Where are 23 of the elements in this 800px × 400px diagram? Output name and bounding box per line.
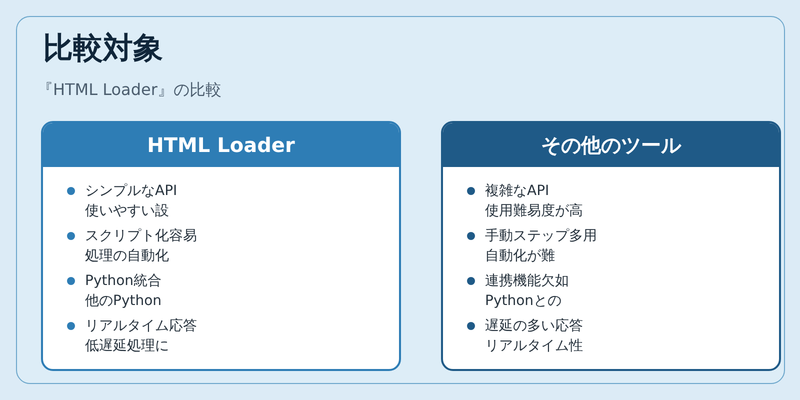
item-description: 自動化が難 <box>485 247 555 266</box>
comparison-card <box>41 121 401 371</box>
item-description: 他のPython <box>85 292 162 311</box>
item-description: 処理の自動化 <box>85 247 169 266</box>
list-item-text: シンプルなAPI <box>85 182 178 201</box>
item-description: Pythonとの <box>485 292 562 311</box>
item-description: 使用難易度が高 <box>485 202 583 221</box>
list-item-text: 手動ステップ多用 <box>485 227 597 246</box>
comparison-card <box>441 121 781 371</box>
comparison-panel <box>16 16 785 384</box>
list-item-text: 複雑なAPI <box>485 182 550 201</box>
item-description: 使いやすい設 <box>85 202 169 221</box>
list-item-text: リアルタイム応答 <box>85 317 197 336</box>
item-description: 低遅延処理に <box>85 337 169 356</box>
list-item-text: 遅延の多い応答 <box>485 317 583 336</box>
card-header: その他のツール <box>443 123 779 167</box>
list-item-text: 連携機能欠如 <box>485 272 569 291</box>
list-item-text: スクリプト化容易 <box>85 227 197 246</box>
page-title: 比較対象 <box>43 30 163 68</box>
card-header: HTML Loader <box>43 123 399 167</box>
subtitle: 『HTML Loader』の比較 <box>37 79 222 101</box>
list-item-text: Python統合 <box>85 272 162 291</box>
item-description: リアルタイム性 <box>485 337 583 356</box>
